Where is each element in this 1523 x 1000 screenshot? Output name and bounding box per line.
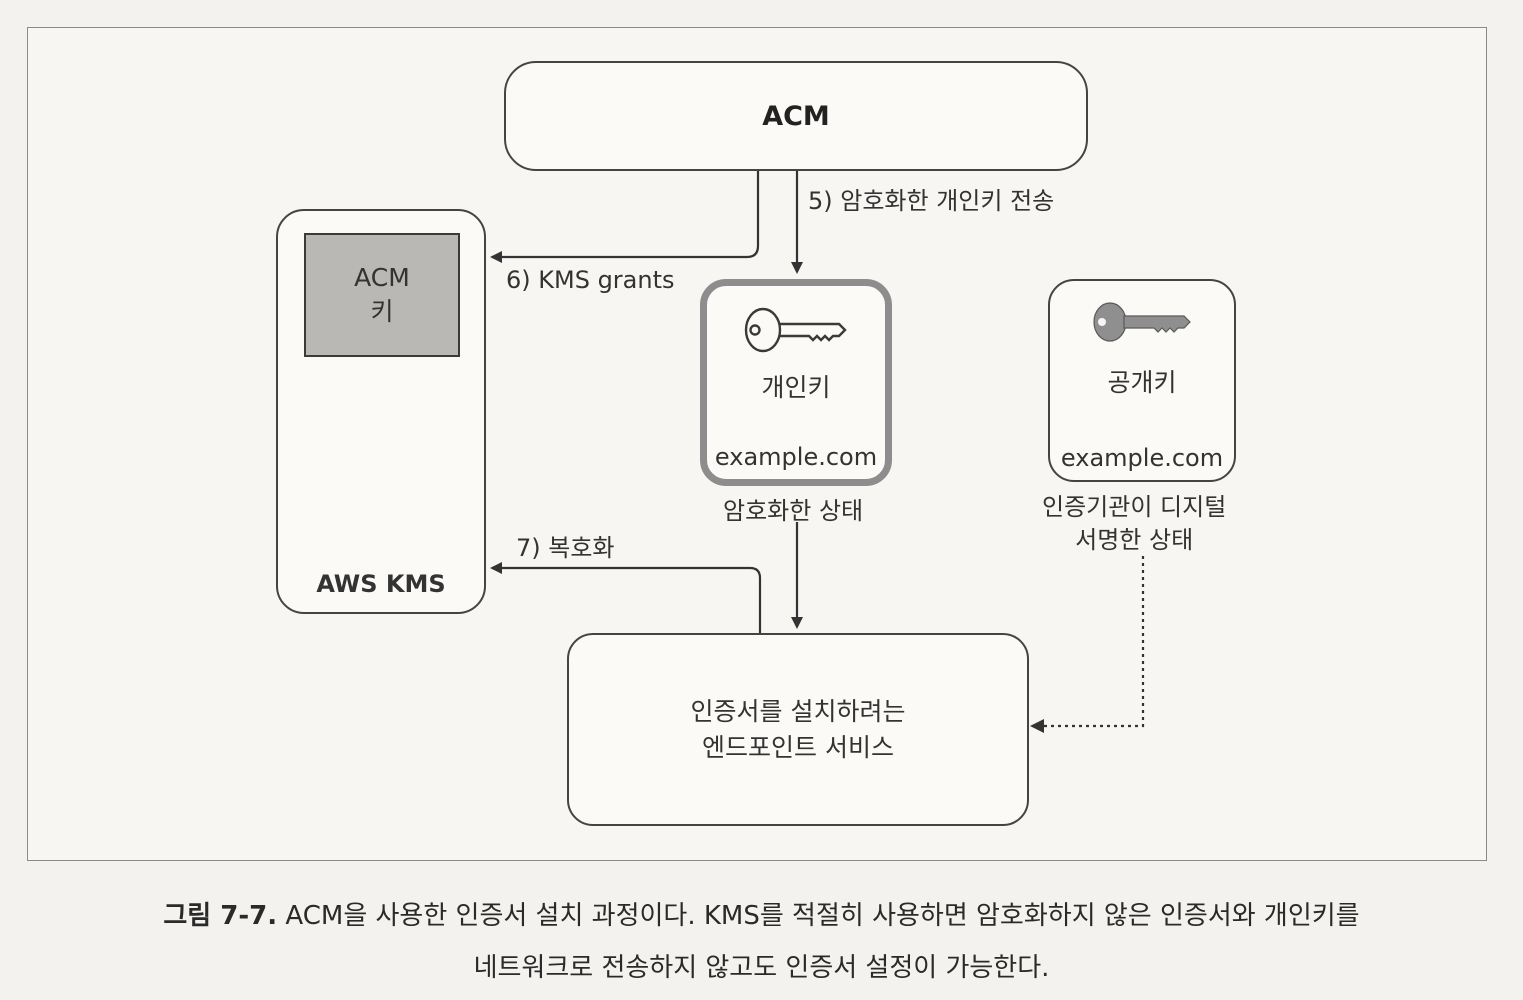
arrow-decrypt	[490, 562, 762, 633]
key-outline-icon	[744, 307, 847, 353]
acm-key-box: ACM 키	[304, 233, 460, 357]
caption-line-2: 네트워크로 전송하지 않고도 인증서 설정이 가능한다.	[473, 953, 1050, 983]
step-send-private-key: 5) 암호화한 개인키 전송	[808, 187, 1055, 215]
public-key-status: 인증기관이 디지털 서명한 상태	[1042, 491, 1226, 557]
public-key-status-line-1: 인증기관이 디지털	[1042, 493, 1227, 521]
acm-box: ACM	[504, 61, 1088, 171]
step-kms-grants: 6) KMS grants	[506, 266, 675, 294]
private-key-domain: example.com	[714, 443, 878, 471]
public-key-domain: example.com	[1060, 444, 1224, 472]
private-key-title: 개인키	[761, 373, 831, 402]
acm-label: ACM	[762, 100, 830, 132]
aws-kms-box: ACM 키 AWS KMS	[276, 209, 486, 614]
caption-line-1: ACM을 사용한 인증서 설치 과정이다. KMS를 적절히 사용하면 암호화하…	[285, 901, 1360, 931]
endpoint-service-box: 인증서를 설치하려는 엔드포인트 서비스	[567, 633, 1029, 826]
private-key-status: 암호화한 상태	[723, 497, 864, 525]
public-key-status-line-2: 서명한 상태	[1075, 526, 1194, 554]
aws-kms-label: AWS KMS	[316, 570, 446, 598]
public-key-title: 공개키	[1107, 368, 1177, 397]
private-key-box: 개인키 example.com	[700, 279, 892, 486]
endpoint-line-1: 인증서를 설치하려는	[690, 696, 906, 726]
arrow-kms-grants	[490, 171, 760, 263]
key-filled-icon	[1093, 302, 1191, 342]
caption-number: 그림 7-7.	[163, 901, 278, 931]
arrow-public-key-dotted	[1038, 556, 1145, 728]
acm-key-label-2: 키	[370, 297, 394, 326]
acm-key-label-1: ACM	[354, 263, 410, 292]
public-key-box: 공개키 example.com	[1048, 279, 1236, 482]
figure-caption: 그림 7-7. ACM을 사용한 인증서 설치 과정이다. KMS를 적절히 사…	[0, 890, 1523, 994]
step-decrypt: 7) 복호화	[516, 534, 615, 562]
endpoint-line-2: 엔드포인트 서비스	[702, 732, 894, 762]
